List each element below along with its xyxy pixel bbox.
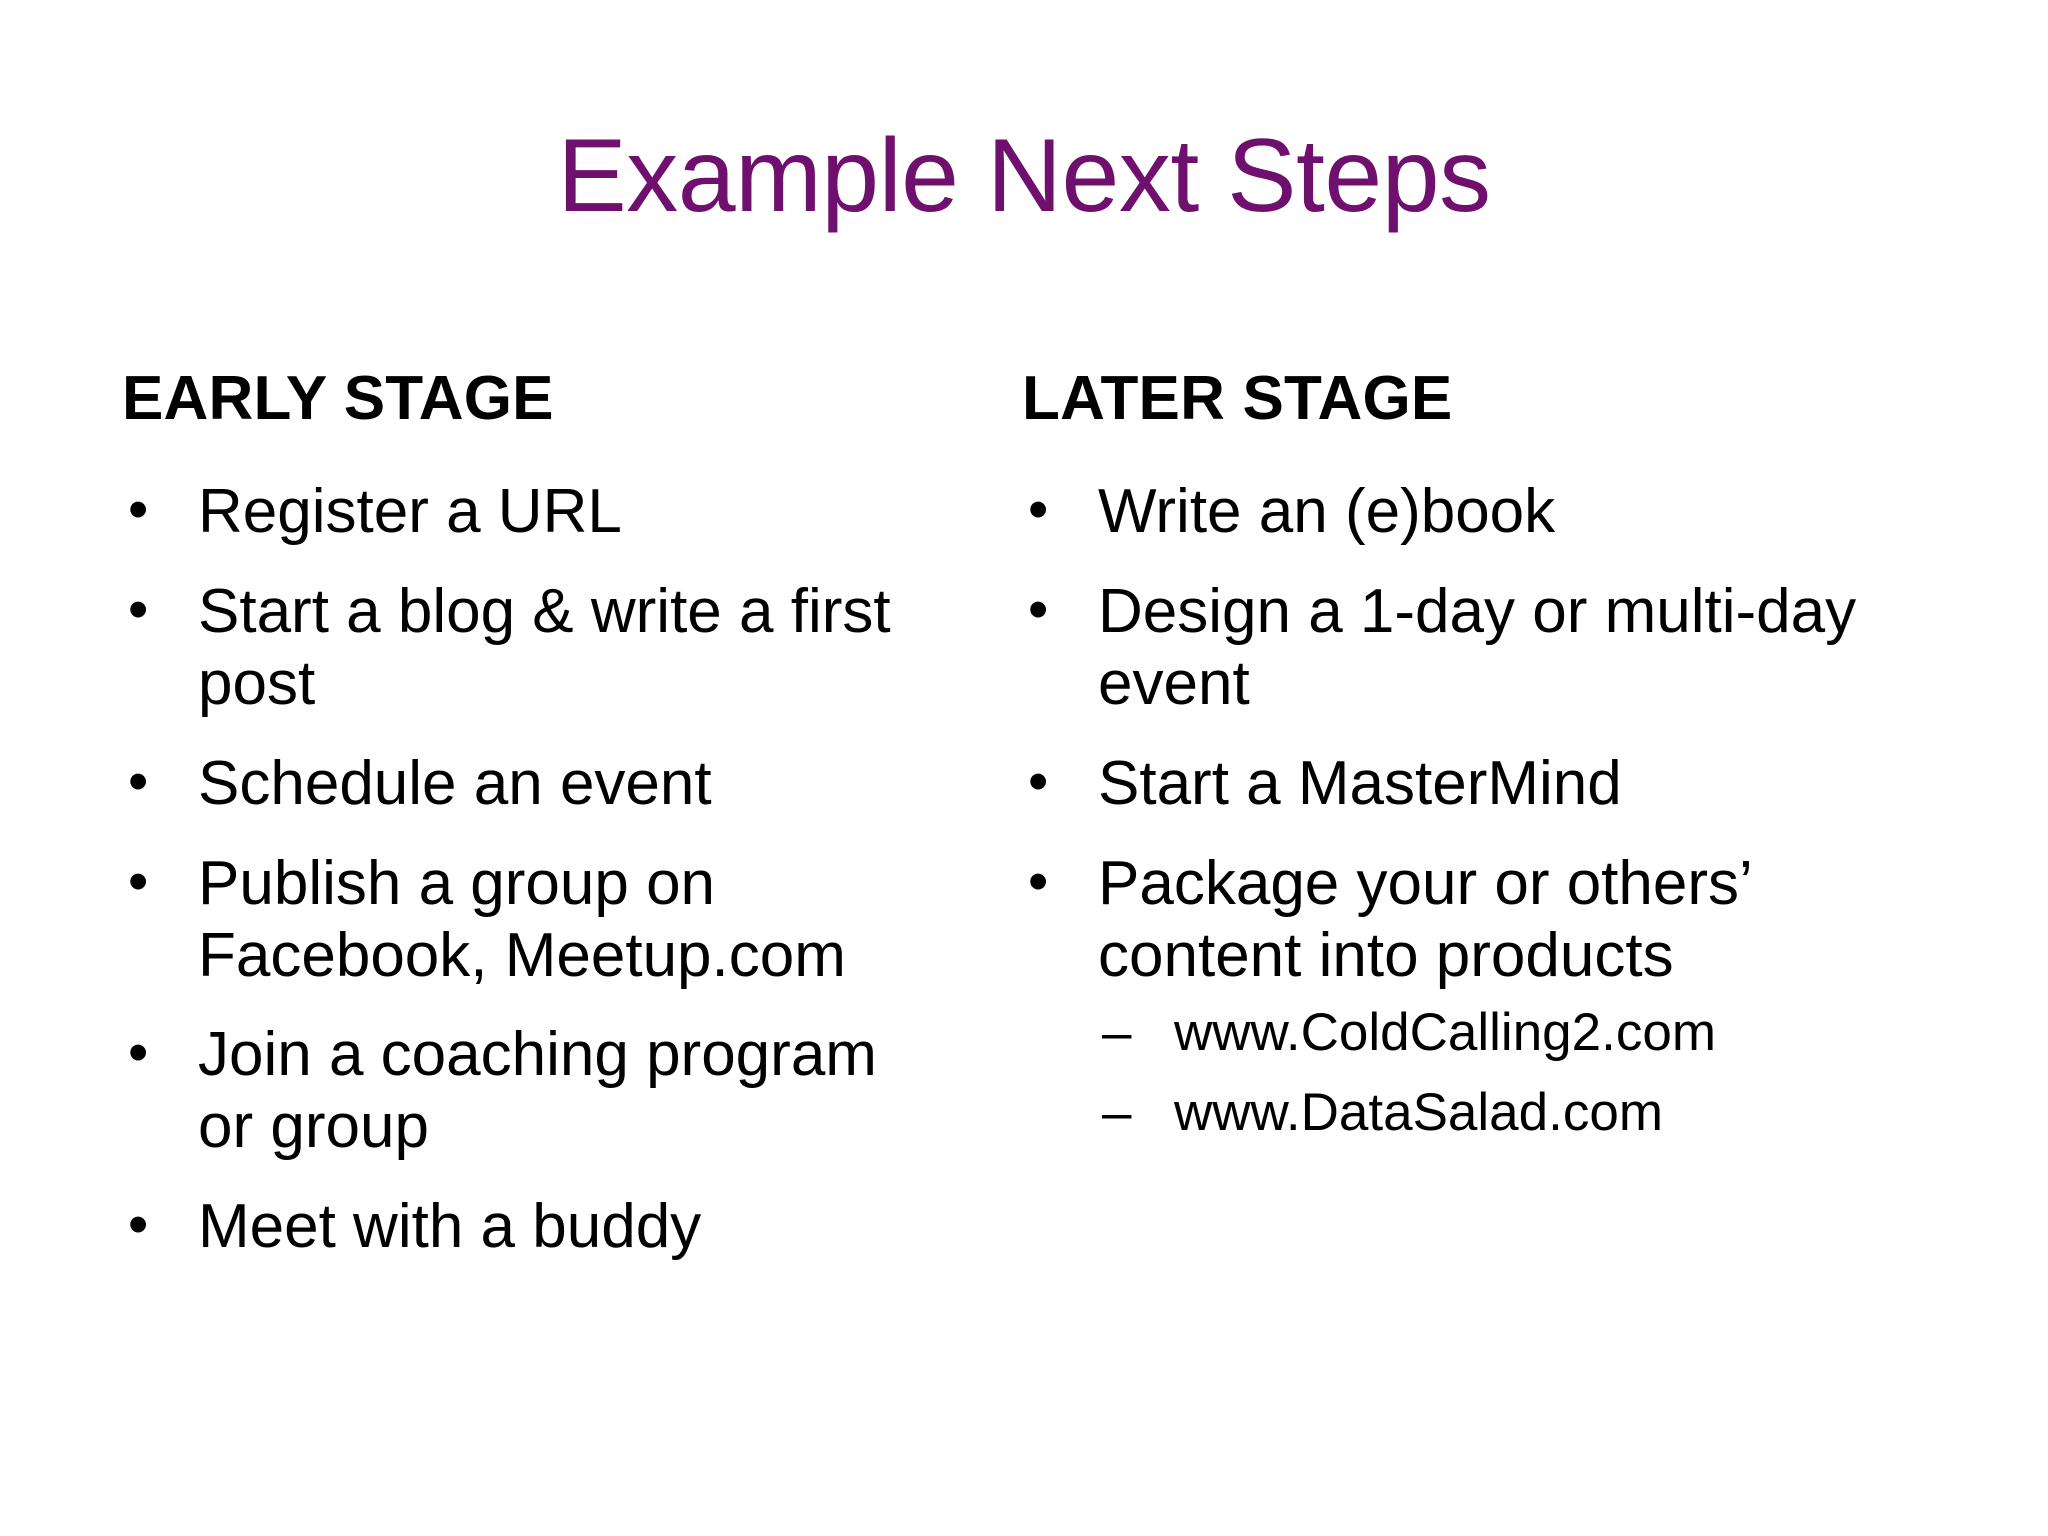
list-item: • Package your or others’ content into p… [1022,848,1920,1145]
list-item-label: www.ColdCalling2.com [1174,1003,1716,1063]
list-item-label: www.DataSalad.com [1174,1083,1663,1143]
list-item: • Schedule an event [122,748,940,820]
bullet-list-later-stage: • Write an (e)book • Design a 1-day or m… [1022,476,1920,1145]
list-item: • Join a coaching program or group [122,1019,940,1163]
list-item-label: Publish a group on Facebook, Meetup.com [198,848,846,990]
bullet-icon: • [128,748,149,814]
list-item: – www.DataSalad.com [1098,1081,1920,1145]
bullet-icon: • [1028,748,1049,814]
content-columns: EARLY STAGE • Register a URL • Start a b… [0,368,2048,1478]
bullet-icon: • [1028,576,1049,642]
bullet-icon: • [1028,848,1049,914]
list-item-label: Start a blog & write a first post [198,576,891,718]
list-item: • Register a URL [122,476,940,548]
bullet-icon: • [128,477,149,542]
list-item-label: Package your or others’ content into pro… [1098,848,1751,990]
list-item-label: Meet with a buddy [198,1192,702,1262]
list-item-label: Register a URL [198,477,622,546]
list-item-label: Schedule an event [198,748,712,818]
list-item-label: Design a 1-day or multi-day event [1098,576,1857,718]
column-later-stage: LATER STAGE • Write an (e)book • Design … [950,368,1950,1173]
sub-bullet-list-products: – www.ColdCalling2.com – www.DataSalad.c… [1098,1001,1920,1144]
bullet-icon: • [128,576,149,642]
list-item-label: Start a MasterMind [1098,748,1622,818]
list-item: – www.ColdCalling2.com [1098,1001,1920,1065]
dash-icon: – [1102,1083,1132,1143]
list-item-label: Join a coaching program or group [198,1020,877,1162]
dash-icon: – [1102,1003,1132,1063]
bullet-icon: • [128,848,149,914]
bullet-icon: • [128,1020,149,1086]
page-title: Example Next Steps [557,118,1491,234]
list-item-label: Write an (e)book [1098,477,1556,546]
list-item: • Write an (e)book [1022,476,1920,548]
list-item: • Publish a group on Facebook, Meetup.co… [122,848,940,992]
column-header-early-stage: EARLY STAGE [122,364,554,433]
list-item: • Start a blog & write a first post [122,576,940,720]
bullet-icon: • [128,1192,149,1258]
list-item: • Meet with a buddy [122,1191,940,1263]
list-item: • Design a 1-day or multi-day event [1022,576,1920,720]
list-item: • Start a MasterMind [1022,748,1920,820]
bullet-icon: • [1028,477,1049,542]
bullet-list-early-stage: • Register a URL • Start a blog & write … [122,476,940,1263]
column-header-later-stage: LATER STAGE [1022,364,1453,433]
column-early-stage: EARLY STAGE • Register a URL • Start a b… [0,368,950,1291]
